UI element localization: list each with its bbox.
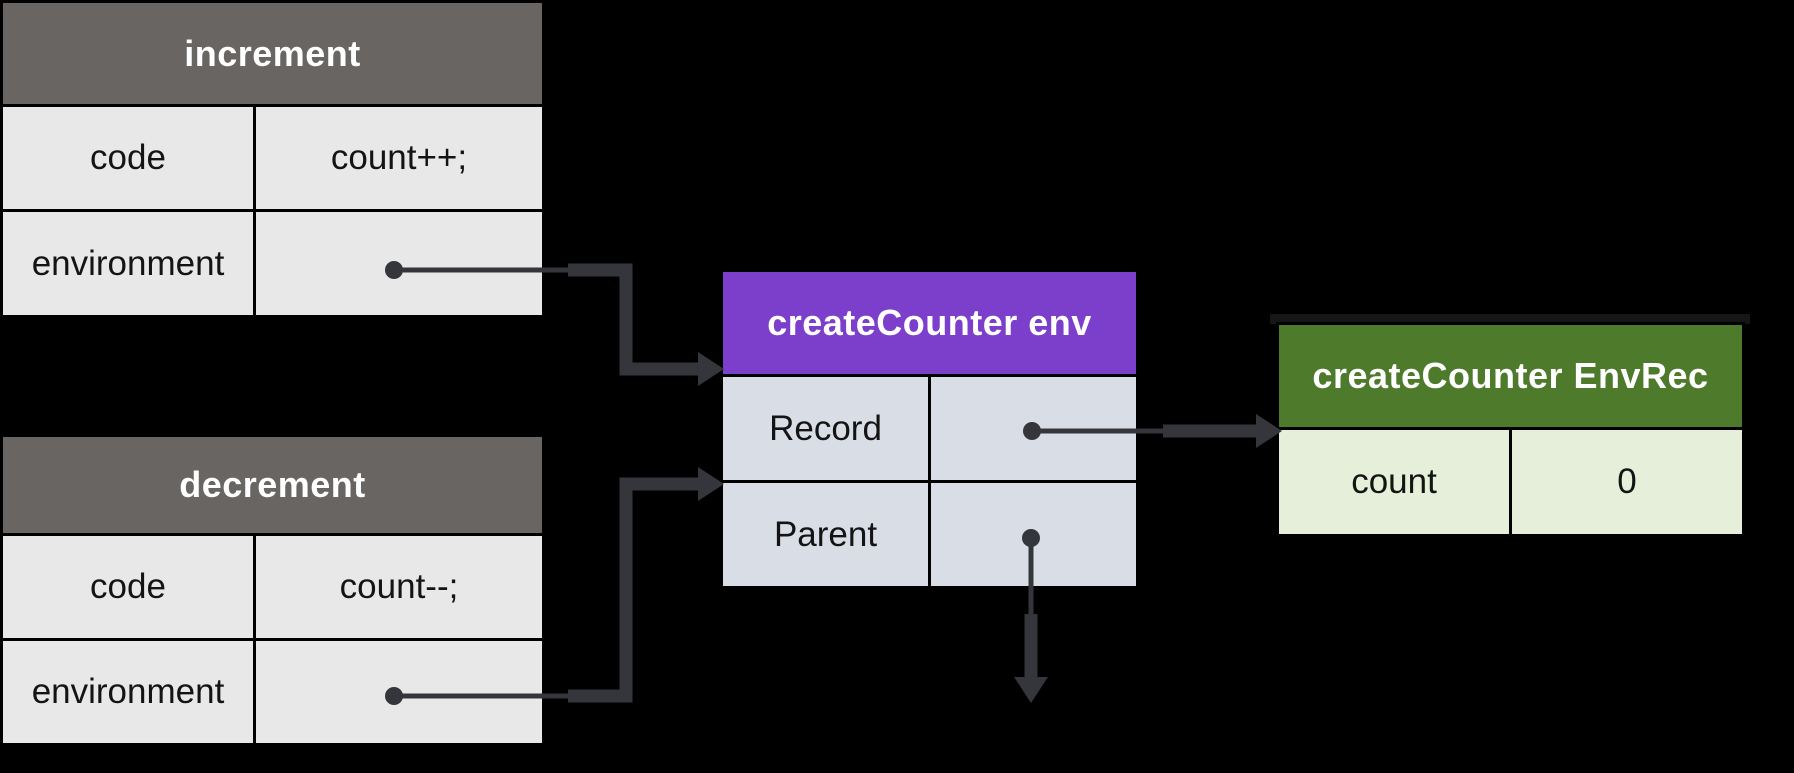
create-counter-env-header: createCounter env — [723, 272, 1136, 374]
decrement-table-header: decrement — [3, 437, 542, 533]
decrement-code-label: code — [3, 536, 253, 638]
env-record-label: Record — [723, 377, 928, 480]
increment-code-value: count++; — [256, 107, 542, 209]
decrement-function-table: decrement code count--; environment — [0, 434, 545, 746]
create-counter-envrec-header: createCounter EnvRec — [1279, 325, 1742, 427]
envrec-count-label: count — [1279, 430, 1509, 534]
env-parent-label: Parent — [723, 483, 928, 586]
envrec-count-value: 0 — [1512, 430, 1742, 534]
increment-environment-pointer-cell — [256, 212, 542, 315]
arrowhead-down-icon — [1014, 677, 1048, 703]
increment-code-label: code — [3, 107, 253, 209]
pointer-shaft — [568, 477, 701, 703]
create-counter-env-table: createCounter env Record Parent — [720, 269, 1139, 589]
decrement-environment-pointer-cell — [256, 641, 542, 743]
env-parent-pointer-cell — [931, 483, 1136, 586]
env-record-pointer-cell — [931, 377, 1136, 480]
decrement-environment-label: environment — [3, 641, 253, 743]
increment-function-table: increment code count++; environment — [0, 0, 545, 318]
decrement-code-value: count--; — [256, 536, 542, 638]
create-counter-envrec-table: createCounter EnvRec count 0 — [1276, 322, 1745, 537]
increment-environment-label: environment — [3, 212, 253, 315]
envrec-top-border — [1270, 314, 1750, 324]
increment-table-header: increment — [3, 3, 542, 104]
pointer-shaft — [568, 263, 701, 376]
